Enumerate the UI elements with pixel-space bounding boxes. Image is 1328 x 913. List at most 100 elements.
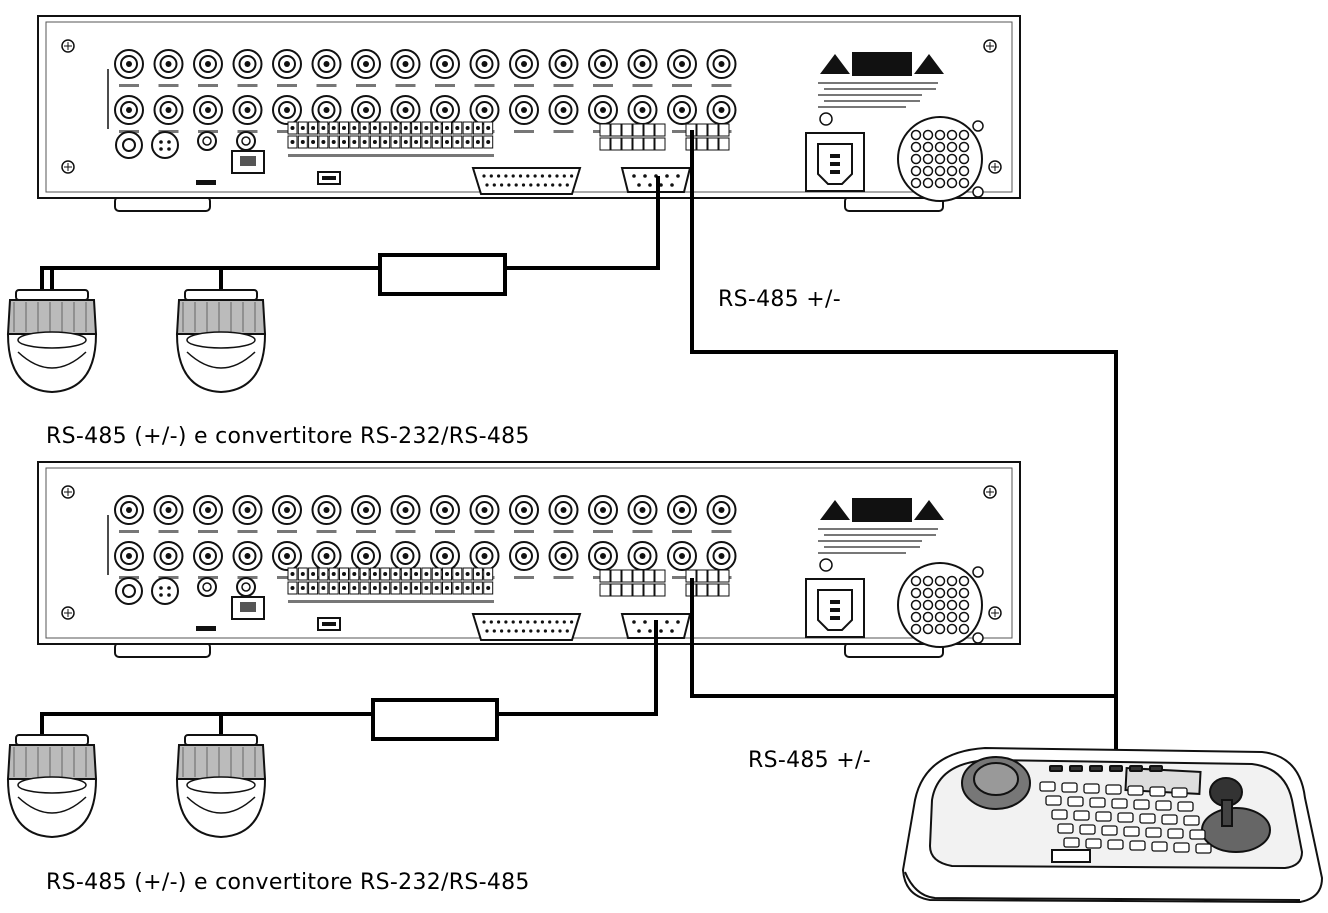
terminal-dot — [404, 140, 408, 144]
dome-camera-icon — [177, 735, 265, 837]
printer-port-pin — [482, 620, 485, 623]
terminal-dot — [363, 140, 367, 144]
bnc-connector-pin — [719, 553, 725, 559]
printer-port-pin — [566, 183, 569, 186]
converter-caption-bottom: RS-485 (+/-) e convertitore RS-232/RS-48… — [46, 870, 530, 895]
printer-port-pin — [490, 174, 493, 177]
keyboard-key — [1086, 839, 1101, 848]
bnc-connector-pin — [482, 107, 488, 113]
warning-text-mark — [818, 106, 906, 108]
fan-hole — [912, 601, 921, 610]
fan-hole — [948, 179, 957, 188]
serial-port-pin — [637, 629, 641, 633]
rs485-terminal — [600, 584, 610, 596]
bnc-connector-pin — [719, 107, 725, 113]
keyboard-terminal — [708, 584, 718, 596]
terminal-dot — [476, 572, 480, 576]
bnc-connector-pin — [679, 507, 685, 513]
fan-hole — [936, 155, 945, 164]
serial-port-pin — [648, 183, 652, 187]
fan-hole — [912, 179, 921, 188]
port-caption-mark — [119, 84, 139, 87]
fan-hole — [960, 613, 969, 622]
converter-box-bottom — [373, 700, 497, 739]
port-caption-mark — [672, 84, 692, 87]
serial-port-pin — [643, 620, 647, 624]
svideo-pin — [167, 593, 171, 597]
port-caption-mark — [712, 530, 732, 533]
bnc-connector-pin — [245, 553, 251, 559]
keyboard-terminal — [719, 570, 729, 582]
keyboard-key — [1108, 840, 1123, 849]
fan-hole — [948, 577, 957, 586]
terminal-dot — [394, 586, 398, 590]
bnc-connector-pin — [600, 553, 606, 559]
power-socket-pin — [830, 616, 840, 620]
fan-hole — [948, 589, 957, 598]
printer-port-pin — [537, 183, 540, 186]
terminal-dot — [486, 586, 490, 590]
fan-hole — [960, 143, 969, 152]
warning-text-mark — [824, 534, 936, 536]
terminal-dot — [404, 586, 408, 590]
fan-hole — [912, 131, 921, 140]
rs485-terminal — [655, 584, 665, 596]
dome-camera-icon — [8, 290, 96, 392]
camera-mount — [16, 735, 88, 745]
keyboard-terminal — [708, 570, 718, 582]
keyboard-key — [1134, 800, 1149, 809]
keyboard-cable-top — [692, 130, 1116, 765]
bnc-connector-pin — [482, 507, 488, 513]
port-caption-mark — [356, 84, 376, 87]
printer-port-pin — [563, 174, 566, 177]
printer-port-pin — [526, 174, 529, 177]
printer-port-pin — [507, 629, 510, 632]
warning-label-block — [852, 52, 912, 76]
rs485-terminal — [633, 138, 643, 150]
serial-port-pin — [676, 174, 680, 178]
power-socket-pin — [830, 608, 840, 612]
terminal-dot — [373, 586, 377, 590]
keyboard-terminal — [697, 584, 707, 596]
fan-hole — [936, 179, 945, 188]
joystick-base — [1202, 808, 1270, 852]
keyboard-key — [1040, 782, 1055, 791]
printer-port-pin — [512, 174, 515, 177]
bnc-connector-pin — [640, 107, 646, 113]
rs485-terminal — [633, 570, 643, 582]
svideo-pin — [159, 147, 163, 151]
terminal-dot — [383, 140, 387, 144]
port-caption-mark — [554, 84, 574, 87]
keyboard-key — [1162, 815, 1177, 824]
fan-hole — [912, 167, 921, 176]
port-caption-mark — [514, 530, 534, 533]
terminal-dot — [301, 586, 305, 590]
printer-port-pin — [507, 183, 510, 186]
terminal-dot — [455, 140, 459, 144]
terminal-dot — [445, 126, 449, 130]
fan-hole — [948, 131, 957, 140]
keyboard-key — [1062, 783, 1077, 792]
rs485-terminal — [600, 124, 610, 136]
audio-in-jack-inner — [203, 583, 211, 591]
bnc-connector-pin — [363, 553, 369, 559]
printer-port-pin — [519, 174, 522, 177]
fan-hole — [948, 155, 957, 164]
fan-hole — [936, 577, 945, 586]
warning-text-mark — [818, 552, 906, 554]
printer-port-pin — [570, 620, 573, 623]
terminal-dot — [424, 572, 428, 576]
camera-dome-rim — [18, 777, 86, 793]
warning-text-mark — [818, 94, 922, 96]
terminal-dot — [311, 572, 315, 576]
dvr-foot-left — [115, 643, 210, 657]
printer-port-pin — [555, 174, 558, 177]
svideo-pin — [167, 140, 171, 144]
serial-port-pin — [637, 183, 641, 187]
terminal-dot — [394, 126, 398, 130]
fan-hole — [924, 589, 933, 598]
rs485-terminal — [644, 570, 654, 582]
rs485-terminal — [655, 570, 665, 582]
terminal-dot — [363, 586, 367, 590]
terminal-dot — [352, 140, 356, 144]
